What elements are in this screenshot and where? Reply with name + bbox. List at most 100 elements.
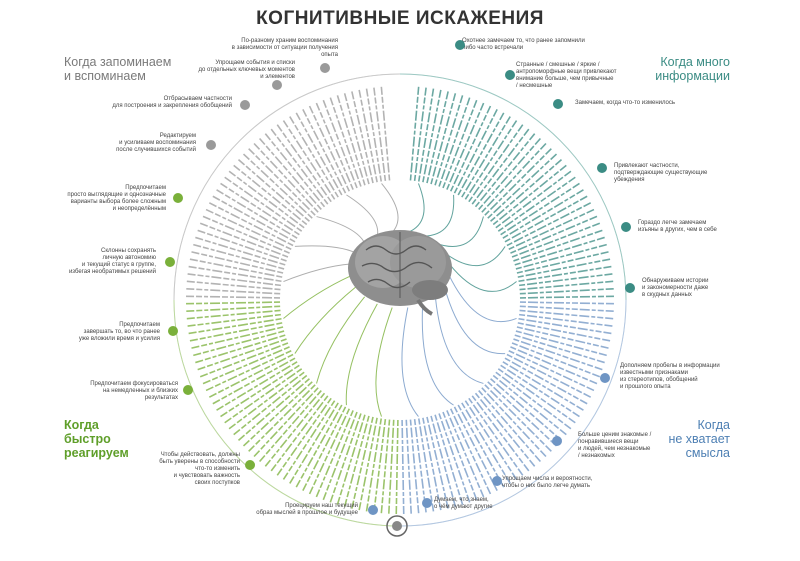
quadrant-fast-label: Когда быстро реагируем — [64, 418, 129, 460]
bias-ray — [511, 222, 601, 258]
bias-ray — [464, 400, 518, 480]
category-branch — [283, 275, 351, 319]
bias-ray — [430, 93, 457, 185]
bias-ray — [212, 195, 296, 243]
bias-ray — [336, 414, 366, 505]
category-dot-3 — [240, 100, 250, 110]
bias-ray — [500, 182, 580, 236]
bias-ray — [500, 364, 580, 418]
category-branch — [346, 194, 379, 237]
bias-ray — [315, 410, 354, 498]
bias-ray — [464, 120, 518, 200]
category-dot-5 — [173, 193, 183, 203]
bias-ray — [205, 349, 292, 392]
bias-ray — [481, 142, 547, 213]
category-label-20: Охотнее замечаем то, что ранее запомнили… — [462, 38, 585, 51]
category-label-5: Предпочитаем просто выглядящие и однозна… — [67, 185, 166, 212]
bias-ray — [508, 208, 595, 251]
category-label-12: Упрощаем числа и вероятности, чтобы о ни… — [502, 476, 593, 489]
bias-ray — [270, 128, 329, 205]
bias-ray — [248, 384, 316, 452]
arc-info — [399, 73, 627, 301]
bias-ray — [487, 153, 558, 219]
category-label-16: Гораздо легче замечаем изъяны в других, … — [638, 220, 717, 233]
quadrant-meaning: Когда не хватает смысла — [668, 418, 730, 460]
category-branch — [448, 263, 517, 292]
footer-logo — [386, 515, 408, 537]
bias-ray — [471, 128, 530, 205]
bias-ray — [518, 317, 612, 335]
bias-ray — [395, 419, 399, 514]
bias-ray — [220, 182, 300, 236]
bias-ray — [224, 176, 303, 232]
bias-ray — [322, 411, 358, 501]
category-label-7: Предпочитаем завершать то, во что ранее … — [78, 322, 160, 342]
bias-ray — [516, 251, 609, 274]
bias-ray — [514, 334, 605, 364]
bias-ray — [492, 164, 567, 226]
category-dot-18 — [553, 99, 563, 109]
category-branch — [401, 307, 419, 417]
bias-ray — [189, 322, 283, 342]
quadrant-fast: Когда быстро реагируем — [64, 418, 129, 460]
bias-ray — [519, 280, 614, 291]
bias-ray — [212, 357, 296, 405]
arc-fast — [173, 299, 401, 527]
arc-meaning — [399, 299, 627, 527]
bias-ray — [253, 387, 319, 458]
bias-ray — [289, 116, 339, 198]
category-dot-13 — [552, 436, 562, 446]
category-branch — [283, 263, 351, 283]
bias-ray — [188, 265, 282, 283]
category-label-4: Редактируем и усиливаем воспоминания пос… — [116, 133, 196, 153]
quadrant-meaning-label: Когда не хватает смысла — [668, 418, 730, 460]
bias-ray — [282, 120, 336, 200]
bias-ray — [481, 387, 547, 458]
quadrant-info-label: Когда много информации — [655, 55, 730, 83]
bias-ray — [401, 419, 405, 514]
bias-ray — [186, 288, 281, 295]
bias-ray — [426, 91, 449, 184]
bias-ray — [495, 371, 572, 430]
category-label-3: Отбрасываем частности для построения и з… — [112, 96, 232, 109]
bias-ray — [508, 349, 595, 392]
category-dot-19 — [505, 70, 515, 80]
category-branch — [316, 216, 366, 244]
bias-ray — [228, 170, 305, 229]
bias-ray — [197, 229, 287, 262]
bias-ray — [484, 148, 552, 216]
bias-ray — [343, 415, 370, 507]
bias-ray — [264, 392, 326, 467]
bias-ray — [442, 99, 478, 189]
bias-ray — [258, 390, 322, 463]
bias-ray — [519, 295, 614, 299]
bias-ray — [186, 295, 281, 299]
bias-ray — [186, 301, 281, 305]
bias-ray — [510, 215, 598, 254]
category-label-17: Привлекают частности, подтверждающие сущ… — [614, 163, 708, 183]
category-label-10: Проецируем наш текущий образ мыслей в пр… — [256, 503, 358, 516]
bias-ray — [365, 418, 383, 512]
bias-ray — [506, 353, 592, 398]
category-dot-1 — [320, 63, 330, 73]
bias-ray — [276, 124, 332, 203]
category-dot-15 — [625, 283, 635, 293]
bias-ray — [504, 357, 588, 405]
category-dot-8 — [183, 385, 193, 395]
bias-ray — [336, 95, 366, 186]
bias-ray — [188, 317, 282, 335]
arc-remember — [173, 73, 401, 301]
category-branch — [381, 183, 399, 233]
bias-ray — [497, 176, 576, 232]
category-branches — [283, 183, 517, 417]
bias-ray — [242, 153, 313, 219]
category-dot-20 — [455, 40, 465, 50]
bias-ray — [457, 112, 505, 196]
bias-ray — [426, 416, 449, 509]
bias-ray — [474, 392, 536, 467]
bias-ray — [329, 413, 362, 503]
bias-ray — [308, 408, 351, 495]
bias-ray — [457, 404, 505, 488]
bias-ray — [492, 374, 567, 436]
bias-ray — [343, 93, 370, 185]
